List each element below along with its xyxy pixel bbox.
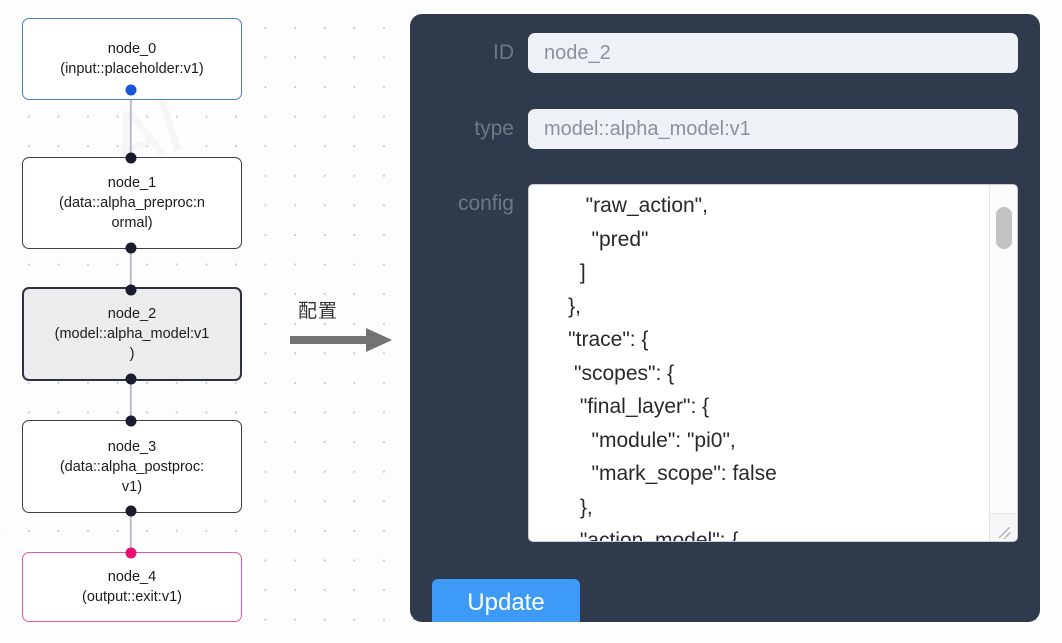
port-node2-in[interactable] <box>125 284 137 296</box>
graph-node-node_1[interactable]: node_1 (data::alpha_preproc:n ormal) <box>22 157 242 249</box>
edge-node2-node3 <box>129 376 133 426</box>
edge-node0-node1 <box>129 90 133 162</box>
edge-node3-node4 <box>129 508 133 556</box>
node-subtitle: (output::exit:v1) <box>82 589 182 605</box>
port-node3-out[interactable] <box>125 505 137 517</box>
update-button[interactable]: Update <box>432 579 580 622</box>
node-title: node_1 <box>107 175 157 191</box>
id-label: ID <box>493 41 514 64</box>
node-subtitle: (model::alpha_model:v1 ) <box>54 326 210 362</box>
node-title: node_0 <box>107 41 157 57</box>
config-scrollbar[interactable] <box>989 185 1017 541</box>
graph-node-node_3[interactable]: node_3 (data::alpha_postproc: v1) <box>22 420 242 513</box>
type-label: type <box>474 117 514 140</box>
type-input[interactable] <box>528 109 1018 149</box>
field-row-config: config "raw_action", "pred" ] }, "trace"… <box>410 184 1040 542</box>
node-title: node_4 <box>107 569 157 585</box>
config-resize-handle[interactable] <box>990 513 1016 540</box>
port-node3-in[interactable] <box>125 415 137 427</box>
config-textarea[interactable]: "raw_action", "pred" ] }, "trace": { "sc… <box>568 194 777 541</box>
edge-node1-node2 <box>129 244 133 294</box>
port-node2-out[interactable] <box>125 373 137 385</box>
port-node1-out[interactable] <box>125 242 137 254</box>
field-row-id: ID <box>410 33 1040 73</box>
port-node1-in[interactable] <box>125 152 137 164</box>
graph-node-node_2[interactable]: node_2 (model::alpha_model:v1 ) <box>22 287 242 381</box>
node-subtitle: (input::placeholder:v1) <box>60 61 204 77</box>
arrow-right-icon <box>290 328 392 352</box>
node-title: node_2 <box>107 306 157 322</box>
node-title: node_3 <box>107 438 157 455</box>
graph-node-node_4[interactable]: node_4 (output::exit:v1) <box>22 552 242 622</box>
config-label: config <box>457 192 514 215</box>
node-subtitle: (data::alpha_preproc:n ormal) <box>59 195 205 231</box>
id-input[interactable] <box>528 33 1018 73</box>
config-textarea-wrapper[interactable]: "raw_action", "pred" ] }, "trace": { "sc… <box>528 184 1018 542</box>
arrow-label: 配置 <box>298 300 339 322</box>
field-row-type: type <box>410 109 1040 149</box>
node-config-panel: ID type config "raw_action", "pred" ] },… <box>410 14 1040 622</box>
flow-arrow-group: 配置 <box>290 296 394 366</box>
node-subtitle: (data::alpha_postproc: v1) <box>59 458 205 495</box>
config-scrollbar-thumb[interactable] <box>996 207 1012 249</box>
port-node0-out[interactable] <box>125 84 137 96</box>
port-node4-in[interactable] <box>125 547 137 559</box>
